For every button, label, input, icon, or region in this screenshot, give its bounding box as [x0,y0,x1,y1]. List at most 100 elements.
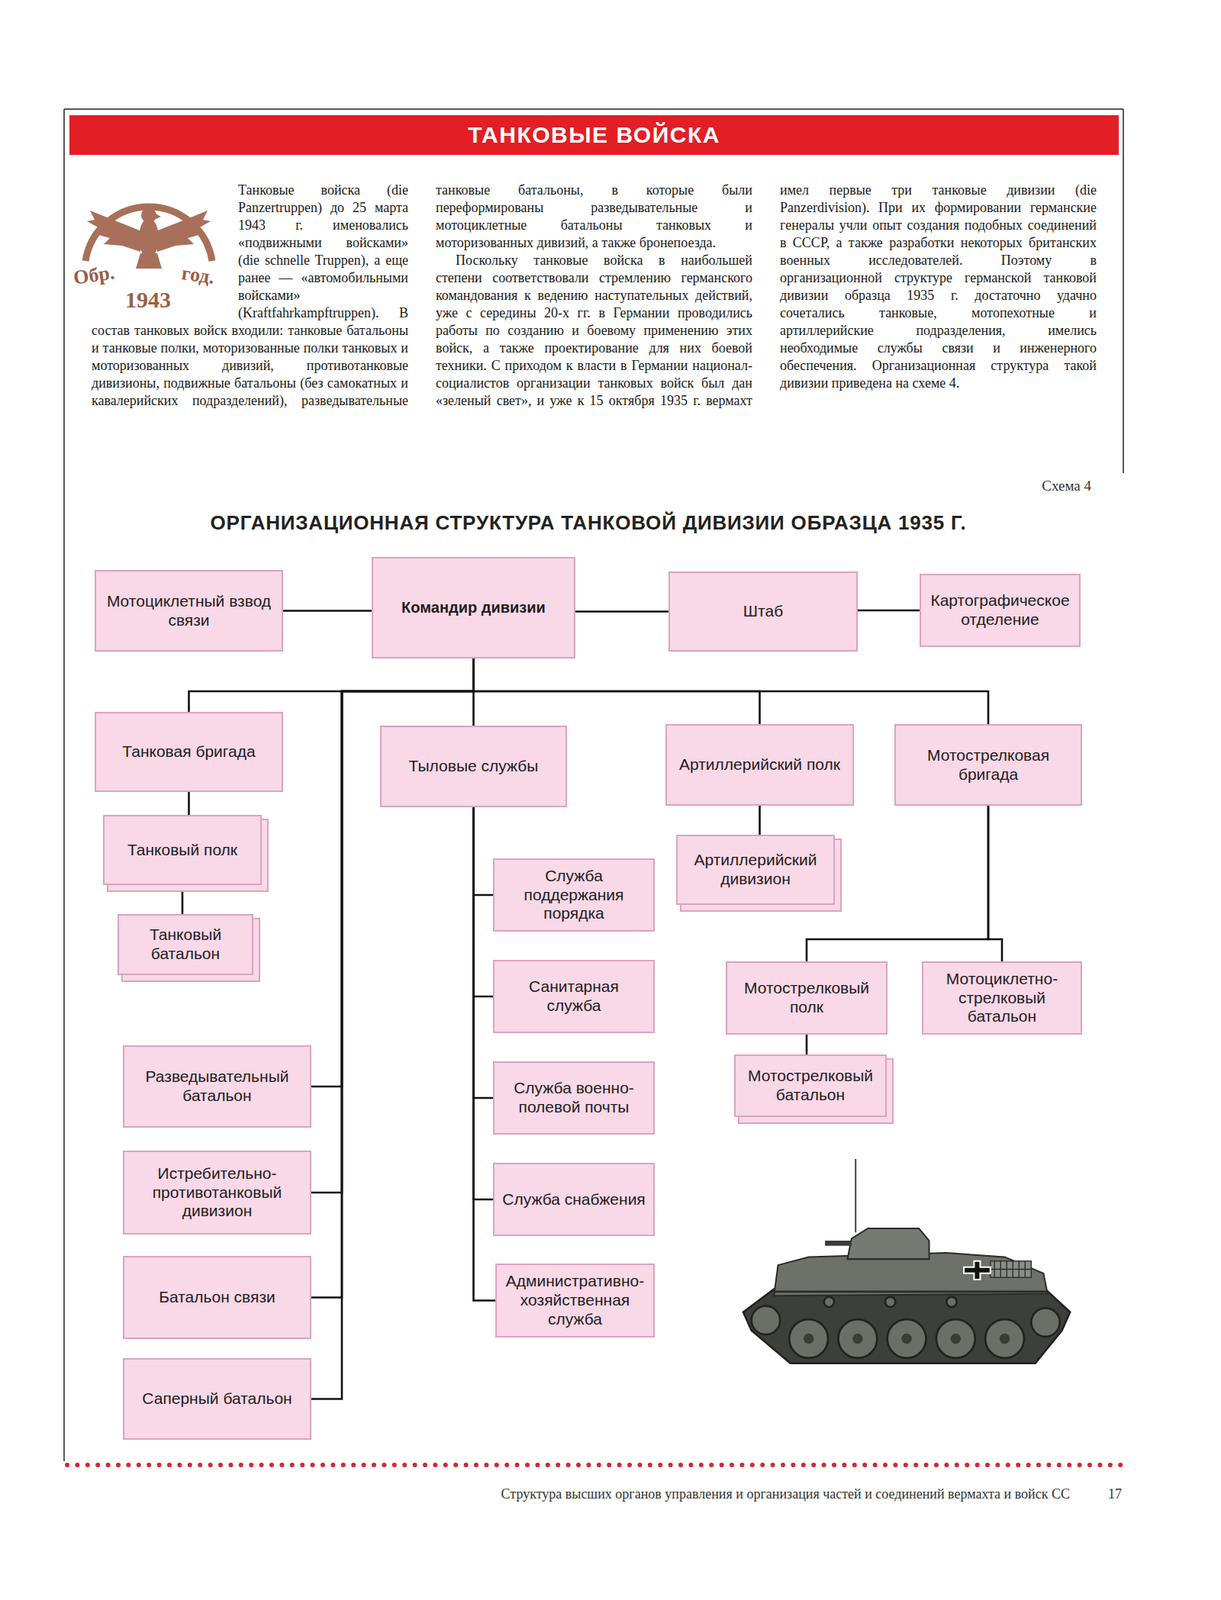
tank-hub [803,1333,814,1344]
org-connector [473,807,494,997]
tank-grille-plate [990,1261,1032,1278]
emblem-ring [85,206,213,261]
unit-name: Служба снабжения [502,1190,646,1210]
unit-name: Саперный батальон [141,1389,292,1409]
page-frame [1122,109,1125,474]
unit-name: Командир дивизии [401,599,546,618]
text-columns: Обр.год.1943 Танковые войска (die Panzer… [91,181,1097,410]
org-unit-box: Мотоциклетно-стрелковый батальон [921,961,1083,1035]
unit-name: Мотострелковый батальон [741,1066,880,1106]
tank-track [743,1288,1070,1364]
tank-road-wheel [887,1319,927,1359]
tank-return-roller [824,1297,835,1308]
unit-name: Служба поддержания порядка [500,866,648,924]
tank-road-wheel [837,1319,877,1359]
org-unit-box: Служба снабжения [492,1163,655,1237]
org-connector [473,807,494,1099]
org-unit-box: Служба поддержания порядка [492,858,655,932]
page-number: 17 [1108,1486,1122,1503]
org-unit-box: Саперный батальон [122,1358,312,1441]
eagle-body [138,218,159,258]
unit-name: Танковый полк [127,840,238,861]
unit-name: Истребительно-противотанковый дивизион [130,1164,304,1221]
tank-return-roller [885,1297,896,1308]
page-heading: ТАНКОВЫЕ ВОЙСКА [467,123,721,147]
org-unit-box: Служба военно-полевой почты [492,1061,655,1135]
tank-gun [824,1240,852,1247]
unit-name: Штаб [743,602,783,622]
tank-road-wheel [789,1319,828,1359]
org-unit-box: Танковый батальон [117,914,254,976]
unit-name: Служба военно-полевой почты [500,1079,648,1118]
unit-name: Административно-хозяйственная служба [502,1272,648,1329]
unit-name: Тыловые службы [409,757,539,777]
stamp-text: год. [180,263,216,288]
eagle-tail [135,253,162,269]
unit-name: Картографическое отделение [927,591,1073,630]
org-connector [473,658,990,725]
org-unit-box: Мотоциклетный взвод связи [94,570,284,652]
scheme-number: Схема 4 [1041,477,1092,495]
org-unit-box: Картографическое отделение [919,573,1081,648]
tank-idler [1030,1307,1060,1337]
org-unit-box: Танковый полк [103,815,262,886]
stamp-year: 1943 [125,288,171,312]
org-unit-box: Тыловые службы [380,725,568,808]
eagle-wing [86,210,144,252]
org-connector [758,805,761,835]
org-unit-box: Истребительно-противотанковый дивизион [122,1150,312,1235]
org-unit-box: Танковая бригада [94,711,284,793]
tank-grille [990,1261,1032,1278]
org-connector [473,807,494,896]
tank-fender [773,1291,1048,1294]
tank-hub [950,1333,961,1344]
running-footer: Структура высших органов управления и ор… [501,1486,1070,1503]
dotted-rule [67,1462,1124,1468]
org-unit-box: Мотострелковая бригада [894,724,1083,806]
tank-grille-bar [990,1269,1032,1270]
org-connector [473,807,494,1200]
unit-name: Санитарная служба [500,977,648,1016]
org-unit-box: Мотострелковый батальон [734,1054,887,1118]
body-paragraph: Поскольку танковые войска в наибольшей с… [435,181,1097,410]
unit-name: Разведывательный батальон [130,1067,304,1106]
org-connector [181,885,184,915]
unit-name: Мотострелковая бригада [902,746,1075,785]
header-band: ТАНКОВЫЕ ВОЙСКА [69,115,1119,155]
org-unit-box: Батальон связи [122,1256,312,1340]
org-connector [189,658,474,712]
unit-name: Артиллерийский полк [679,755,841,775]
tank-cross [963,1261,991,1280]
page-frame [64,108,1124,110]
tank-hub [999,1333,1010,1344]
org-unit-box: Командир дивизии [371,557,576,659]
tank-wheels [751,1297,1060,1359]
stamp-text: Обр. [71,262,116,288]
org-unit-box: Разведывательный батальон [122,1045,312,1128]
org-connector [575,610,669,613]
org-unit-box: Артиллерийский полк [665,724,854,806]
unit-name: Танковый батальон [125,925,246,964]
diagram-title: ОРГАНИЗАЦИОННАЯ СТРУКТУРА ТАНКОВОЙ ДИВИЗ… [130,511,1047,535]
tank-hub [852,1333,863,1344]
org-unit-box: Административно-хозяйственная служба [495,1263,655,1338]
eagle-beak [152,212,162,221]
eagle-wing [154,210,211,252]
tank-sprocket [751,1306,780,1335]
org-connector [283,609,372,613]
page-frame [63,109,65,1462]
org-unit-box: Штаб [668,571,858,652]
unit-name: Батальон связи [158,1288,276,1308]
org-connector [988,805,1002,962]
emblem-stamp: Обр. год. 1943 [67,183,231,318]
org-connector [473,807,497,1302]
tank-antenna [854,1159,857,1233]
org-connector [857,609,920,613]
org-unit-box: Санитарная служба [492,960,655,1034]
tank-hubs [803,1333,1010,1344]
org-unit-box: Артиллерийский дивизион [676,834,835,906]
tank-hub [901,1333,912,1344]
unit-name: Артиллерийский дивизион [683,850,828,890]
org-unit-box: Мотострелковый полк [725,961,888,1035]
